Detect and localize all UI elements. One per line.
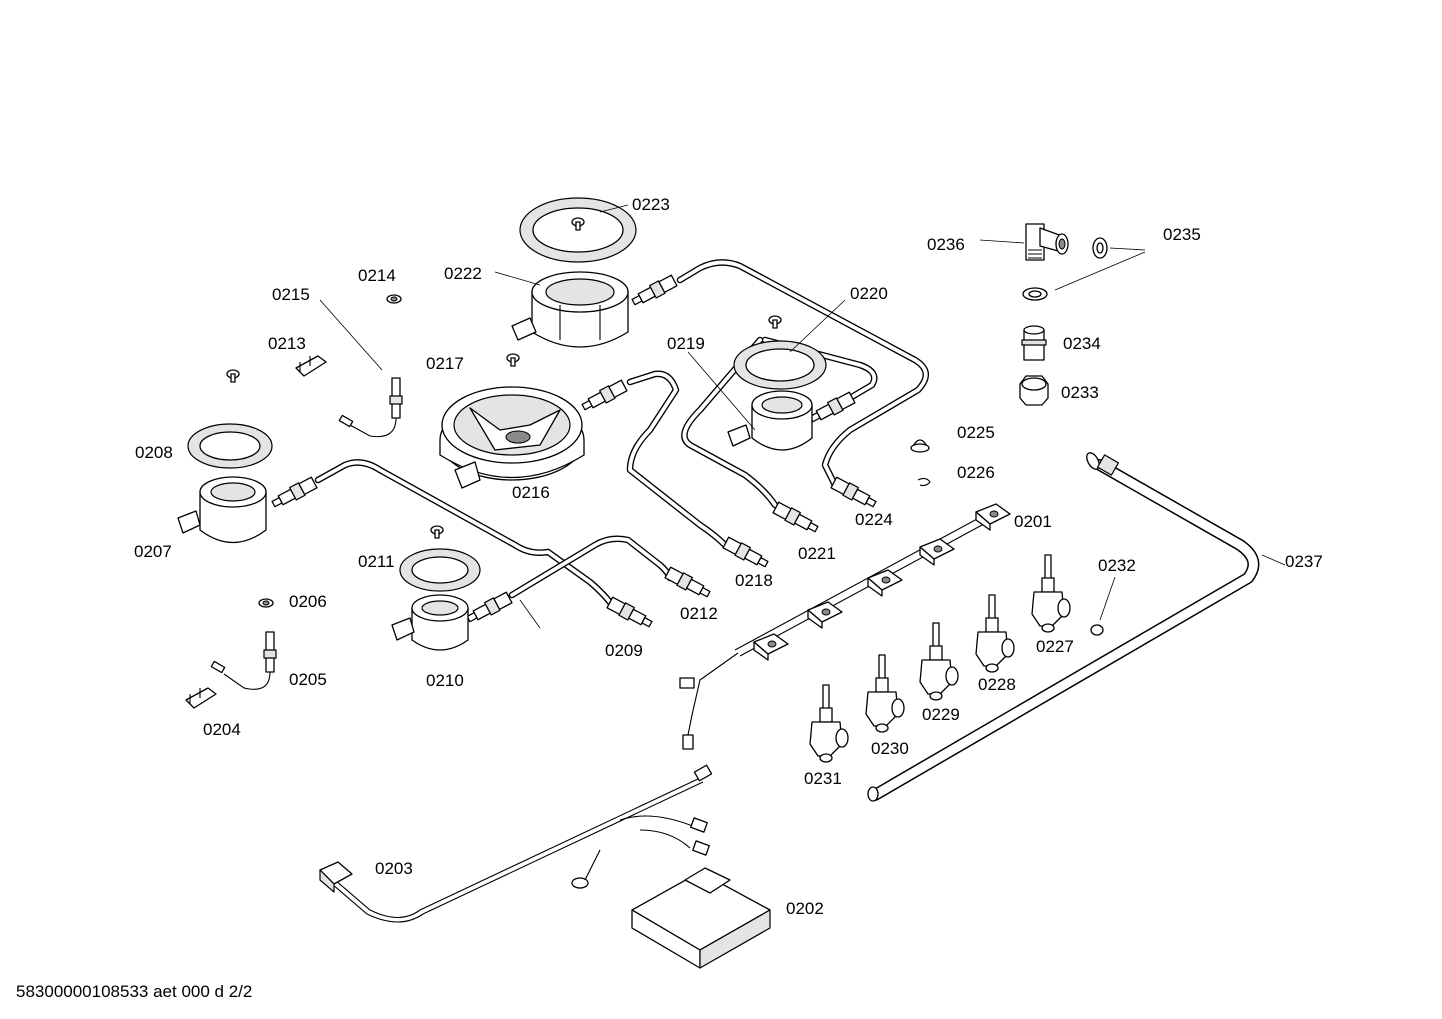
label-0219: 0219: [667, 334, 705, 353]
label-0210: 0210: [426, 671, 464, 690]
gas-pipes: [314, 259, 929, 609]
label-0206: 0206: [289, 592, 327, 611]
thermocouple-0205: [210, 631, 277, 690]
label-0227: 0227: [1036, 637, 1074, 656]
label-0212: 0212: [680, 604, 718, 623]
label-0202: 0202: [786, 899, 824, 918]
burner-cup-0219: [727, 390, 813, 451]
label-0223: 0223: [632, 195, 670, 214]
label-0229: 0229: [922, 705, 960, 724]
pipe-fittings: [271, 274, 877, 628]
ignition-unit-0202: [631, 867, 771, 969]
label-0230: 0230: [871, 739, 909, 758]
label-0232: 0232: [1098, 556, 1136, 575]
main-gas-pipe-0237: [867, 452, 1260, 802]
label-0237: 0237: [1285, 552, 1323, 571]
burner-ring-0216: [439, 386, 585, 489]
label-0213: 0213: [268, 334, 306, 353]
label-0228: 0228: [978, 675, 1016, 694]
label-0211: 0211: [358, 552, 395, 571]
label-0201: 0201: [1014, 512, 1052, 531]
burner-cup-0210: [391, 594, 469, 651]
clip-0213: [295, 355, 327, 377]
leader-lines: [319, 204, 1286, 629]
label-0214: 0214: [358, 266, 396, 285]
label-0208: 0208: [135, 443, 173, 462]
label-0220: 0220: [850, 284, 888, 303]
elbow-0236: [1025, 223, 1069, 261]
seal-0211: [399, 548, 481, 592]
label-0209: 0209: [605, 641, 643, 660]
thermocouple-0215: [338, 377, 403, 438]
label-0222: 0222: [444, 264, 482, 283]
burner-cup-0207: [177, 476, 267, 543]
label-0231: 0231: [804, 769, 842, 788]
cable-0203: [319, 764, 713, 923]
label-0204: 0204: [203, 720, 241, 739]
label-0224: 0224: [855, 510, 893, 529]
nut-0233: [1019, 375, 1049, 406]
label-0216: 0216: [512, 483, 550, 502]
gas-taps: [809, 554, 1071, 763]
label-0218: 0218: [735, 571, 773, 590]
nipple-0234: [1021, 325, 1047, 361]
seal-0220: [733, 340, 827, 390]
label-0203: 0203: [375, 859, 413, 878]
burner-cup-0222: [511, 271, 629, 348]
label-0235: 0235: [1163, 225, 1201, 244]
screws: [226, 217, 782, 539]
label-0205: 0205: [289, 670, 327, 689]
clip-0204: [185, 687, 217, 709]
label-0207: 0207: [134, 542, 172, 561]
washers: [258, 294, 1104, 636]
label-0236: 0236: [927, 235, 965, 254]
label-0225: 0225: [957, 423, 995, 442]
label-0217: 0217: [426, 354, 464, 373]
label-0226: 0226: [957, 463, 995, 482]
washers-0235: [1022, 237, 1108, 301]
label-0234: 0234: [1063, 334, 1101, 353]
drawing-number-footer: 58300000108533 aet 000 d 2/2: [16, 982, 253, 1001]
seal-0208: [187, 423, 273, 469]
label-0221: 0221: [798, 544, 836, 563]
label-0233: 0233: [1061, 383, 1099, 402]
label-0215: 0215: [272, 285, 310, 304]
wiring-harness-0201: [679, 503, 1011, 750]
